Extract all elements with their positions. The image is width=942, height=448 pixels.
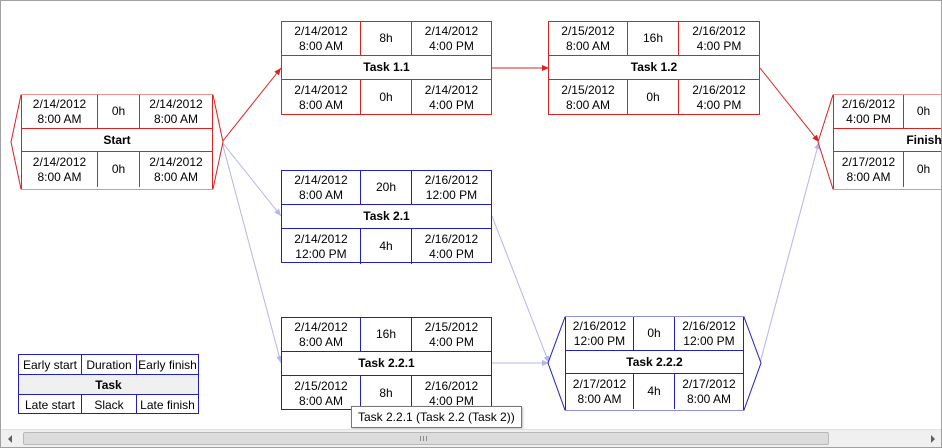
late-start-value: 2/14/2012 12:00 PM (282, 229, 361, 264)
late-finish-value: 2/14/2012 8:00 AM (149, 154, 203, 184)
early-start-value: 2/15/2012 8:00 AM (549, 22, 628, 55)
late-start-value: 2/14/2012 8:00 AM (282, 80, 361, 115)
link-task1-2-finish[interactable] (759, 67, 820, 143)
slack-value: 0h (628, 80, 679, 115)
slack-value: 0h (98, 152, 140, 187)
slack-value: 4h (361, 229, 412, 264)
duration-value: 0h (904, 95, 941, 128)
node-title: Task 2.1 (282, 205, 491, 229)
late-finish-value: 2/17/2012 8:00 AM (682, 376, 736, 406)
node-title: Task 1.1 (282, 56, 491, 80)
node-task-1-2[interactable]: 2/15/2012 8:00 AM 16h 2/16/2012 4:00 PM … (548, 21, 760, 115)
late-finish-value: 2/16/2012 4:00 PM (424, 378, 479, 408)
duration-value: 0h (634, 317, 675, 350)
node-title: Task 2.2.2 (566, 351, 743, 374)
arrow-left-icon (7, 434, 12, 443)
early-finish-value: 2/16/2012 12:00 PM (424, 172, 479, 202)
tooltip: Task 2.2.1 (Task 2.2 (Task 2)) (351, 406, 522, 428)
early-start-value: 2/14/2012 8:00 AM (22, 95, 98, 128)
legend-early-start: Early start (19, 355, 82, 374)
node-title: Finish (834, 129, 941, 152)
legend-late-finish: Late finish (140, 397, 195, 412)
legend-task: Task (19, 375, 198, 395)
diagram-canvas: 2/14/2012 8:00 AM 0h 2/14/2012 8:00 AM S… (1, 1, 941, 429)
early-start-value: 2/14/2012 8:00 AM (282, 318, 361, 351)
link-task2-1-task2-2-2[interactable] (491, 215, 550, 364)
early-start-value: 2/14/2012 8:00 AM (282, 22, 361, 55)
early-finish-value: 2/14/2012 8:00 AM (149, 96, 203, 126)
legend-early-finish: Early finish (138, 357, 197, 372)
late-start-value: 2/15/2012 8:00 AM (282, 376, 361, 411)
slack-value: 4h (634, 374, 675, 409)
late-finish-value: 2/16/2012 4:00 PM (424, 231, 479, 261)
early-finish-value: 2/16/2012 12:00 PM (682, 318, 736, 348)
early-start-value: 2/16/2012 12:00 PM (566, 317, 634, 350)
duration-value: 0h (98, 95, 140, 128)
late-start-value: 2/17/2012 8:00 AM (834, 152, 904, 187)
node-finish[interactable]: 2/16/2012 4:00 PM 0h Finish 2/17/2012 8:… (817, 94, 941, 190)
legend-slack: Slack (82, 395, 137, 414)
early-finish-value: 2/16/2012 4:00 PM (692, 23, 746, 53)
late-start-value: 2/17/2012 8:00 AM (566, 374, 634, 409)
link-task2-2-2-finish[interactable] (759, 141, 821, 364)
late-finish-value: 2/14/2012 4:00 PM (424, 82, 479, 112)
duration-value: 16h (361, 318, 412, 351)
early-finish-value: 2/15/2012 4:00 PM (424, 319, 479, 349)
late-start-value: 2/15/2012 8:00 AM (549, 80, 628, 115)
dependency-lines (221, 65, 821, 366)
late-start-value: 2/14/2012 8:00 AM (22, 152, 98, 187)
node-title: Task 1.2 (549, 56, 759, 80)
node-task-2-2-2[interactable]: 2/16/2012 12:00 PM 0h 2/16/2012 12:00 PM… (547, 316, 762, 411)
node-task-2-2-1[interactable]: 2/14/2012 8:00 AM 16h 2/15/2012 4:00 PM … (281, 317, 492, 411)
link-start-task2-1[interactable] (221, 141, 282, 217)
slack-value: 0h (904, 152, 941, 187)
node-task-2-1[interactable]: 2/14/2012 8:00 AM 20h 2/16/2012 12:00 PM… (281, 170, 492, 264)
duration-value: 8h (361, 22, 412, 55)
node-title: Start (22, 129, 212, 152)
legend-late-start: Late start (19, 395, 82, 414)
grip-icon (420, 436, 428, 441)
slack-value: 0h (361, 80, 412, 115)
duration-value: 20h (361, 171, 412, 204)
early-finish-value: 2/14/2012 4:00 PM (424, 23, 479, 53)
slack-value: 8h (361, 376, 412, 411)
scrollbar-thumb[interactable] (23, 432, 829, 445)
duration-value: 16h (628, 22, 679, 55)
early-start-value: 2/14/2012 8:00 AM (282, 171, 361, 204)
early-start-value: 2/16/2012 4:00 PM (834, 95, 904, 128)
legend: Early start Duration Early finish Task L… (18, 354, 199, 414)
node-task-1-1[interactable]: 2/14/2012 8:00 AM 8h 2/14/2012 4:00 PM T… (281, 21, 492, 115)
horizontal-scrollbar[interactable] (1, 429, 941, 447)
scroll-left-button[interactable] (1, 430, 18, 447)
legend-duration: Duration (82, 355, 137, 374)
link-start-task2-2-1[interactable] (221, 141, 283, 364)
link-start-task1-1[interactable] (221, 67, 282, 143)
arrow-right-icon (930, 434, 935, 443)
scroll-right-button[interactable] (924, 430, 941, 447)
late-finish-value: 2/16/2012 4:00 PM (692, 82, 746, 112)
node-start[interactable]: 2/14/2012 8:00 AM 0h 2/14/2012 8:00 AM S… (10, 94, 224, 190)
node-title: Task 2.2.1 (282, 352, 491, 376)
